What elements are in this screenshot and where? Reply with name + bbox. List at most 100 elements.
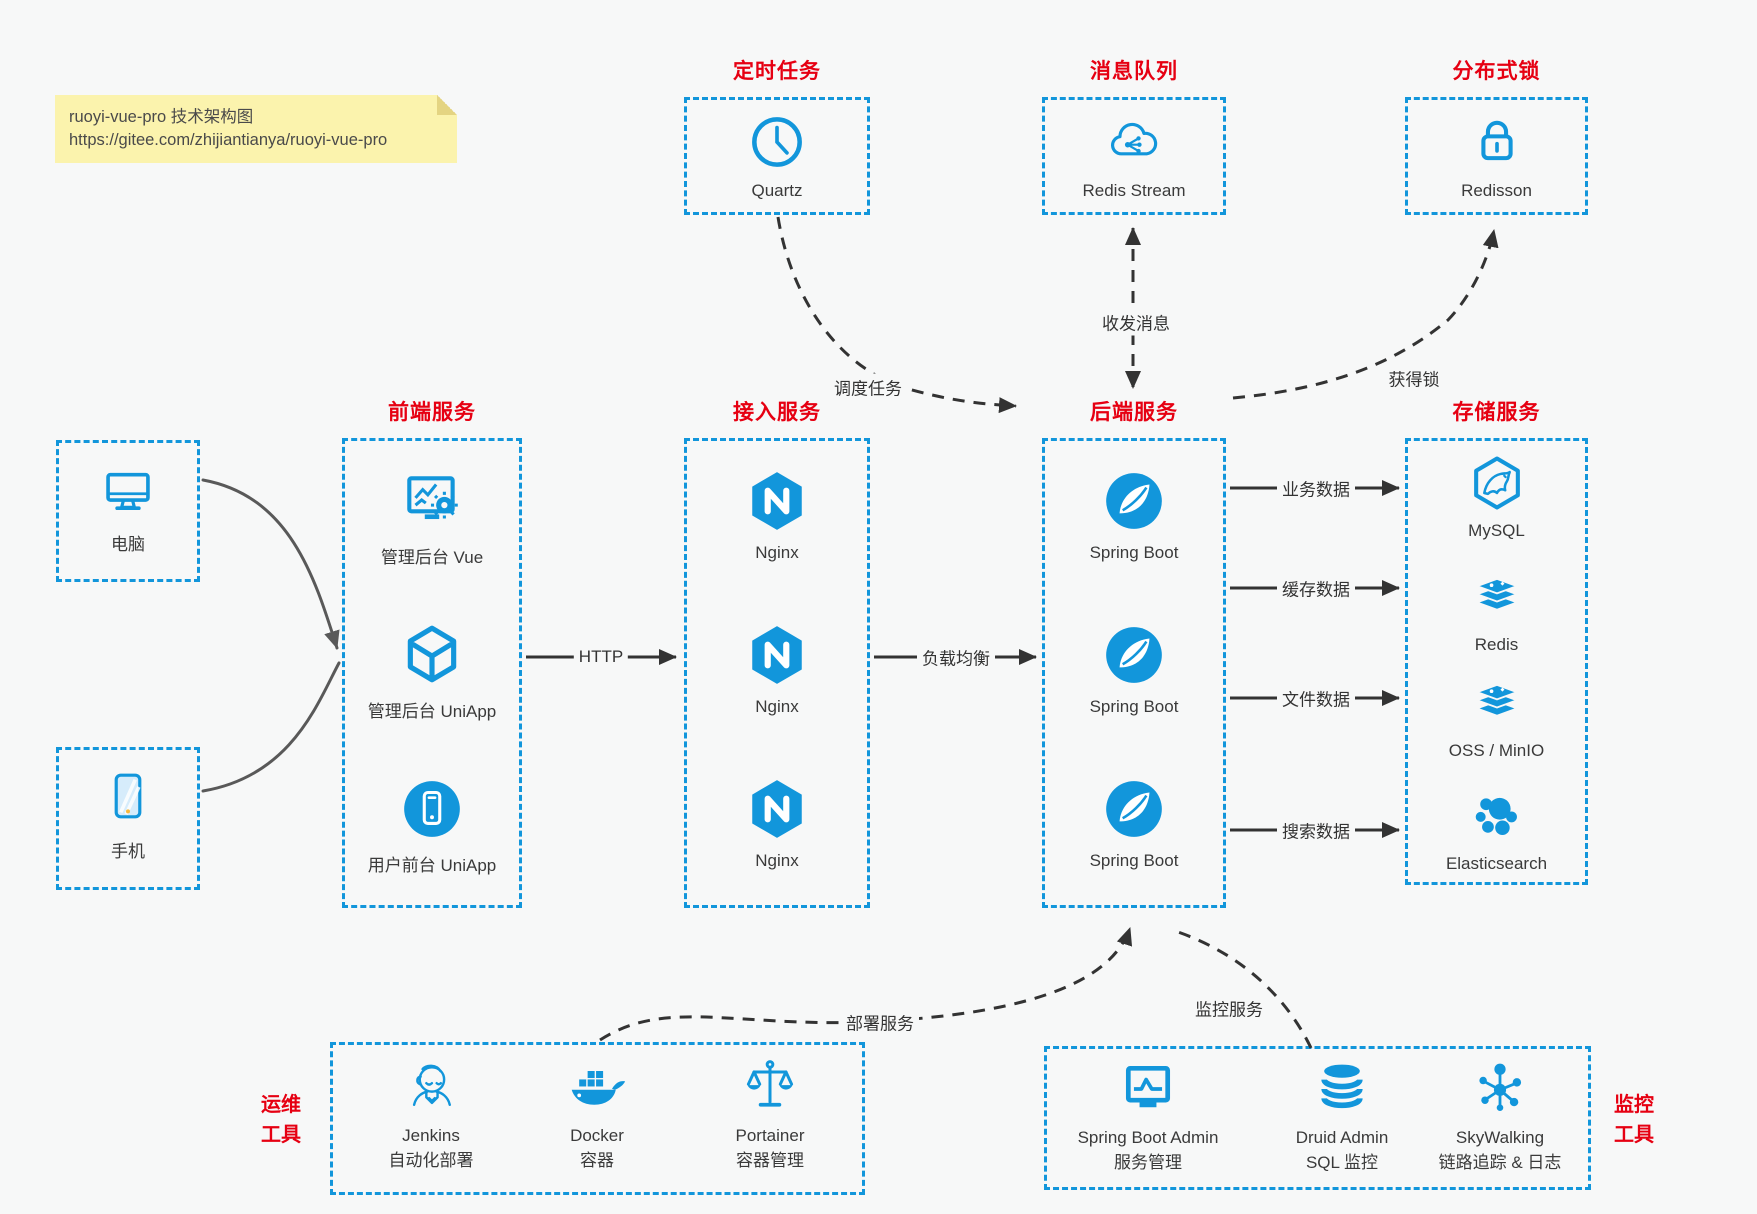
group-title-gateway: 接入服务	[733, 401, 821, 424]
backend-item-springboot-2: Spring Boot	[1042, 622, 1226, 717]
jenkins-icon	[401, 1056, 461, 1116]
nginx-icon	[744, 776, 810, 842]
item-label: 管理后台 UniApp	[367, 702, 497, 721]
item-label: 用户前台 UniApp	[367, 856, 497, 875]
edge-label-schedule: 调度任务	[829, 373, 907, 401]
item-label-line1: Docker	[570, 1126, 624, 1145]
desktop-icon	[99, 462, 157, 520]
group-title-scheduled-task: 定时任务	[733, 60, 821, 83]
item-label: Nginx	[755, 543, 799, 562]
skywalking-icon	[1470, 1058, 1530, 1118]
group-ops-tools: Jenkins 自动化部署 Docker 容器	[330, 1042, 865, 1195]
item-label-line2: 容器	[579, 1151, 614, 1170]
edge-label-monitor: 监控服务	[1190, 994, 1268, 1022]
item-label-line2: 服务管理	[1114, 1153, 1182, 1172]
gateway-item-nginx-3: Nginx	[684, 776, 870, 871]
spring-boot-admin-icon	[1118, 1058, 1178, 1118]
druid-icon	[1312, 1058, 1372, 1118]
dashed-box	[1405, 97, 1588, 215]
caption-line: 工具	[261, 1124, 301, 1146]
lock-icon	[1468, 111, 1526, 169]
group-client-mobile: 手机	[56, 747, 200, 890]
caption-line: 工具	[1614, 1124, 1654, 1146]
item-label-line1: Druid Admin	[1295, 1128, 1389, 1147]
frontend-item-user-uniapp: 用户前台 UniApp	[342, 776, 522, 876]
item-label-line2: 容器管理	[735, 1151, 804, 1170]
dashed-box	[1042, 97, 1226, 215]
item-label: Portainer 容器管理	[736, 1123, 805, 1173]
spring-boot-icon	[1101, 776, 1167, 842]
monitor-item-sba: Spring Boot Admin 服务管理	[1058, 1058, 1238, 1175]
redis-icon	[1468, 568, 1526, 626]
gateway-item-nginx-1: Nginx	[684, 468, 870, 563]
admin-vue-icon	[399, 468, 465, 534]
backend-item-springboot-3: Spring Boot	[1042, 776, 1226, 871]
nginx-icon	[744, 468, 810, 534]
edge-label-lock: 获得锁	[1383, 364, 1445, 392]
item-label: SkyWalking 链路追踪 & 日志	[1439, 1125, 1562, 1175]
item-label: Druid Admin SQL 监控	[1296, 1125, 1389, 1175]
item-label-line1: Jenkins	[402, 1126, 460, 1145]
item-label-line1: Portainer	[735, 1126, 805, 1145]
group-gateway: 接入服务 Nginx Nginx Nginx	[684, 401, 870, 908]
item-label: Jenkins 自动化部署	[389, 1123, 474, 1173]
edge-label-file-data: 文件数据	[1277, 684, 1355, 712]
item-label-line1: Spring Boot Admin	[1077, 1128, 1219, 1147]
clock-icon	[748, 113, 806, 171]
storage-item-oss: OSS / MinIO	[1405, 674, 1588, 761]
group-title-frontend: 前端服务	[388, 401, 476, 424]
group-title-distributed-lock: 分布式锁	[1452, 60, 1541, 83]
dashed-box	[1044, 1046, 1591, 1190]
user-app-icon	[399, 776, 465, 842]
oss-stack-icon	[1468, 674, 1526, 732]
item-label-line2: 自动化部署	[388, 1151, 474, 1170]
phone-icon	[99, 767, 157, 825]
gateway-item-nginx-2: Nginx	[684, 622, 870, 717]
item-label: OSS / MinIO	[1448, 741, 1545, 760]
group-monitor-tools: Spring Boot Admin 服务管理 Druid Admin SQL 监…	[1044, 1046, 1591, 1190]
storage-item-mysql: MySQL	[1405, 454, 1588, 541]
dashed-box	[56, 440, 200, 582]
group-storage: 存储服务 MySQL Redis OSS / MinIO Elasticsear…	[1405, 401, 1588, 885]
note-url: https://gitee.com/zhijiantianya/ruoyi-vu…	[69, 131, 388, 149]
item-label: Nginx	[755, 697, 799, 716]
caption-line: 运维	[261, 1094, 301, 1116]
dashed-box	[330, 1042, 865, 1195]
item-label: Redis Stream	[1082, 181, 1186, 200]
group-backend: 后端服务 Spring Boot Spring Boot Spring Boot	[1042, 401, 1226, 908]
caption-line: 监控	[1614, 1094, 1654, 1116]
cloud-stream-icon	[1105, 113, 1163, 171]
elasticsearch-icon	[1468, 787, 1526, 845]
item-label: Redis	[1474, 635, 1519, 654]
edge-label-http: HTTP	[573, 646, 629, 668]
docker-icon	[567, 1056, 627, 1116]
item-label: 管理后台 Vue	[380, 548, 484, 567]
dashed-box	[684, 438, 870, 908]
group-title-backend: 后端服务	[1090, 401, 1178, 424]
edge-label-deploy: 部署服务	[841, 1008, 919, 1036]
spring-boot-icon	[1101, 622, 1167, 688]
item-label: Quartz	[751, 181, 803, 200]
edge-label-message: 收发消息	[1097, 308, 1175, 336]
group-scheduled-task: 定时任务 Quartz	[684, 60, 870, 215]
group-message-queue: 消息队列 Redis Stream	[1042, 60, 1226, 215]
group-distributed-lock: 分布式锁 Redisson	[1405, 60, 1588, 215]
edge-label-search-data: 搜索数据	[1277, 816, 1355, 844]
backend-item-springboot-1: Spring Boot	[1042, 468, 1226, 563]
dashed-box	[684, 97, 870, 215]
monitor-item-skywalking: SkyWalking 链路追踪 & 日志	[1412, 1058, 1588, 1175]
dashed-box	[1405, 438, 1588, 885]
spring-boot-icon	[1101, 468, 1167, 534]
ops-tools-caption: 运维 工具	[248, 1090, 314, 1150]
edge-label-load-balance: 负载均衡	[917, 643, 995, 671]
item-label: Elasticsearch	[1445, 854, 1548, 873]
item-label: Spring Boot Admin 服务管理	[1078, 1125, 1219, 1175]
group-frontend: 前端服务 管理后台 Vue 管理后台 UniApp	[342, 401, 522, 908]
monitor-tools-caption: 监控 工具	[1601, 1090, 1667, 1150]
item-label: MySQL	[1468, 521, 1525, 540]
item-label-line2: SQL 监控	[1305, 1153, 1379, 1172]
note-title: ruoyi-vue-pro 技术架构图	[69, 108, 254, 126]
group-title-storage: 存储服务	[1452, 401, 1541, 424]
group-title-message-queue: 消息队列	[1090, 60, 1178, 83]
